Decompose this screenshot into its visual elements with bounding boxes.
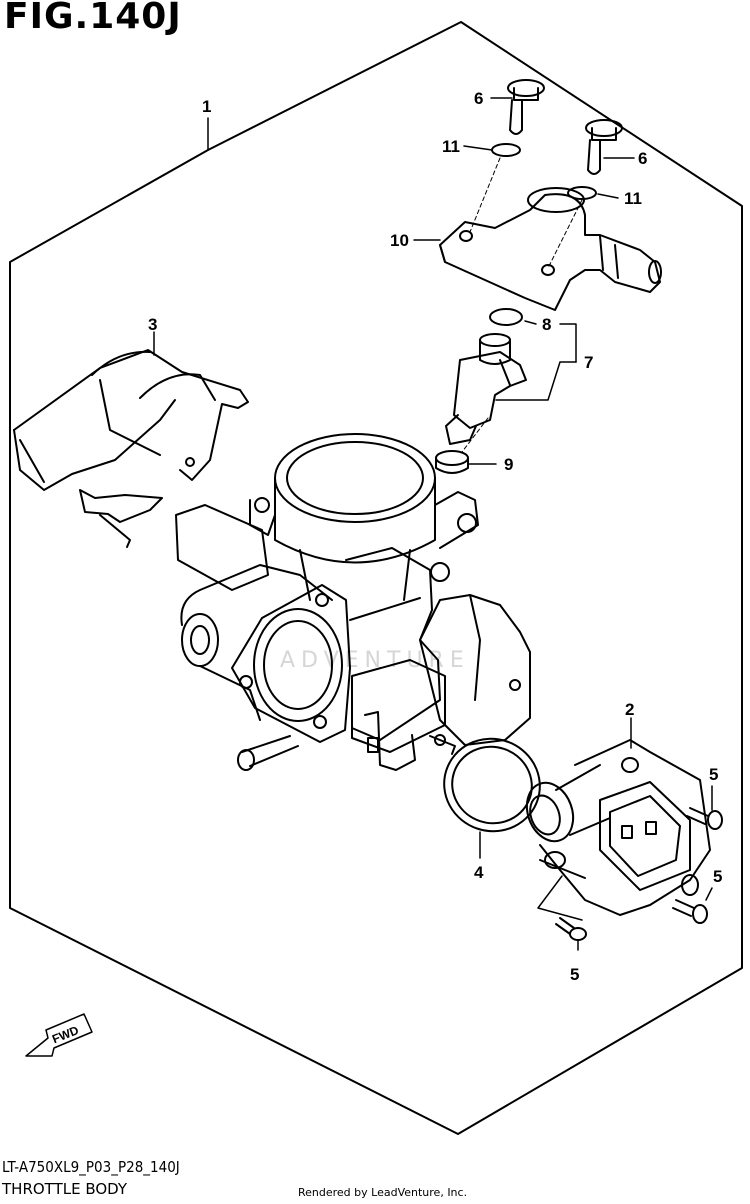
leader-line-7 <box>495 361 577 401</box>
callout-5b: 5 <box>713 867 722 886</box>
callout-5c: 5 <box>570 965 579 984</box>
callout-5a: 5 <box>709 765 718 784</box>
callout-11b: 11 <box>624 189 642 208</box>
callout-1: 1 <box>202 97 211 116</box>
callout-6b: 6 <box>638 149 647 168</box>
part-11-washer <box>567 186 597 200</box>
part-2-sensor <box>525 739 711 916</box>
fwd-arrow <box>25 1013 93 1057</box>
callout-11a: 11 <box>442 137 460 156</box>
leader-line-8-7 <box>559 323 577 363</box>
callout-2: 2 <box>625 700 634 719</box>
part-3-bracket <box>13 349 249 548</box>
part-10-fuel-delivery <box>439 187 662 311</box>
callout-8: 8 <box>542 315 551 334</box>
guide-line <box>461 417 489 453</box>
rendered-by-credit: Rendered by LeadVenture, Inc. <box>298 1186 468 1199</box>
guide-line <box>547 199 583 269</box>
callout-6a: 6 <box>474 89 483 108</box>
part-6-bolts <box>507 79 623 175</box>
watermark-text: ADVENTURE <box>280 648 470 673</box>
leader-line-11b <box>597 193 619 199</box>
leader-line-11a <box>463 145 493 151</box>
leader-line-5b <box>705 887 713 901</box>
figure-code: LT-A750XL9_P03_P28_140J <box>2 1158 180 1176</box>
callout-9: 9 <box>504 455 513 474</box>
part-7-injector <box>445 333 527 445</box>
assembly-outline <box>9 21 743 1135</box>
figure-caption: THROTTLE BODY <box>2 1180 128 1198</box>
part-9-seal <box>435 450 469 474</box>
part-8-o-ring <box>489 308 523 326</box>
guide-line <box>469 157 501 233</box>
part-5-screws <box>555 807 723 941</box>
guide-line <box>537 875 583 921</box>
part-4-gasket <box>443 737 541 833</box>
callout-10: 10 <box>390 231 409 250</box>
throttle-body <box>175 433 531 771</box>
part-11-washer <box>491 143 521 157</box>
leader-line-8 <box>524 320 537 325</box>
callout-3: 3 <box>148 315 157 334</box>
callout-4: 4 <box>474 863 484 882</box>
figure-title: FIG.140J <box>4 0 182 37</box>
callout-7: 7 <box>584 353 593 372</box>
